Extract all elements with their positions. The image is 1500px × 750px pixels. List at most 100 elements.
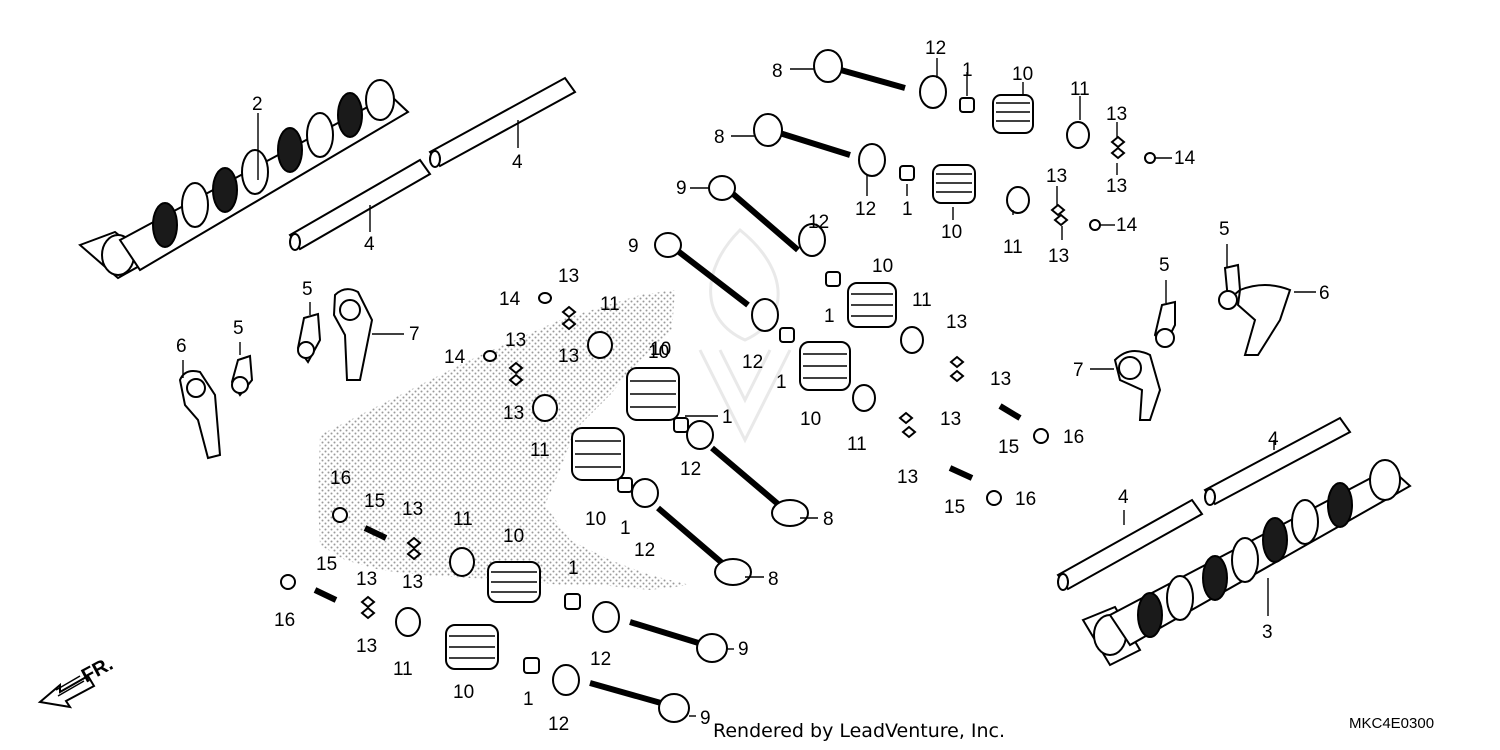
- valve-keeper-13[interactable]: [949, 369, 965, 383]
- shim-14[interactable]: [483, 350, 497, 362]
- retainer-11[interactable]: [449, 547, 475, 577]
- spring-seat-12[interactable]: [552, 664, 580, 696]
- valve-keeper-13[interactable]: [406, 547, 422, 561]
- rocker-shaft-lower-a[interactable]: [1203, 416, 1352, 506]
- rocker-arm-5-left[interactable]: [230, 354, 254, 397]
- stem-seal-1[interactable]: [779, 327, 795, 343]
- valve-keeper-13[interactable]: [1110, 146, 1126, 160]
- stem-seal-1[interactable]: [523, 657, 540, 674]
- shim-14[interactable]: [1144, 152, 1156, 164]
- callout-13: 13: [505, 330, 526, 351]
- valve-8-mid-b[interactable]: [656, 505, 752, 586]
- retainer-11[interactable]: [900, 326, 924, 354]
- pin-15[interactable]: [998, 403, 1022, 421]
- spring-seat-12[interactable]: [919, 75, 947, 109]
- valve-keeper-13[interactable]: [1050, 203, 1066, 217]
- valve-spring-upper-a[interactable]: [992, 94, 1034, 134]
- stem-seal-1[interactable]: [673, 417, 689, 433]
- spring-seat-12[interactable]: [686, 420, 714, 450]
- valve-keeper-13[interactable]: [949, 355, 965, 369]
- retainer-11[interactable]: [1066, 121, 1090, 149]
- spring-seat-12[interactable]: [798, 223, 826, 257]
- callout-1: 1: [776, 372, 787, 393]
- valve-spring-mid-a[interactable]: [847, 282, 897, 328]
- valve-9-lower-a[interactable]: [629, 619, 728, 663]
- rocker-arm-7-left[interactable]: [332, 288, 374, 381]
- retainer-11[interactable]: [587, 331, 613, 359]
- retainer-11[interactable]: [532, 394, 558, 422]
- rocker-arm-6-right[interactable]: [1218, 263, 1292, 356]
- pin-15[interactable]: [313, 587, 338, 603]
- camshaft-intake[interactable]: [78, 79, 410, 280]
- rocker-arm-7-right[interactable]: [1113, 350, 1162, 421]
- stem-seal-1[interactable]: [899, 165, 915, 181]
- callout-10: 10: [800, 409, 821, 430]
- valve-keeper-13[interactable]: [561, 317, 577, 331]
- spring-seat-12[interactable]: [751, 298, 779, 332]
- valve-9-lower-b[interactable]: [589, 680, 690, 723]
- valve-keeper-13[interactable]: [508, 361, 524, 375]
- callout-6: 6: [1319, 283, 1330, 304]
- valve-keeper-13[interactable]: [360, 606, 376, 620]
- callout-15: 15: [364, 491, 385, 512]
- nut-16[interactable]: [280, 574, 296, 590]
- shim-14[interactable]: [538, 292, 552, 304]
- valve-8-upper-b[interactable]: [753, 113, 851, 158]
- valve-keeper-13[interactable]: [901, 425, 917, 439]
- valve-keeper-13[interactable]: [360, 595, 376, 609]
- valve-keeper-13[interactable]: [406, 536, 422, 550]
- rocker-shaft-upper-b[interactable]: [288, 158, 432, 251]
- callout-10: 10: [585, 509, 606, 530]
- nut-16[interactable]: [986, 490, 1002, 506]
- valve-spring-mid-c[interactable]: [626, 367, 680, 421]
- callout-13: 13: [990, 369, 1011, 390]
- pin-15[interactable]: [948, 465, 974, 481]
- stem-seal-1[interactable]: [825, 271, 841, 287]
- valve-spring-mid-d[interactable]: [571, 427, 625, 481]
- nut-16[interactable]: [1033, 428, 1049, 444]
- valve-spring-mid-b[interactable]: [799, 341, 851, 391]
- rocker-shaft-lower-b[interactable]: [1056, 498, 1204, 591]
- valve-keeper-13[interactable]: [898, 411, 914, 425]
- callout-13: 13: [940, 409, 961, 430]
- stem-seal-1[interactable]: [564, 593, 581, 610]
- valve-9-upper-a[interactable]: [708, 175, 800, 253]
- retainer-11[interactable]: [852, 384, 876, 412]
- valve-spring-lower-b[interactable]: [445, 624, 499, 670]
- stem-seal-1[interactable]: [959, 97, 975, 113]
- spring-seat-12[interactable]: [592, 601, 620, 633]
- valve-spring-lower-a[interactable]: [487, 561, 541, 603]
- retainer-11[interactable]: [395, 607, 421, 637]
- rocker-arm-6-left[interactable]: [178, 370, 222, 460]
- valve-keeper-13[interactable]: [561, 305, 577, 319]
- valve-8-upper-a[interactable]: [813, 49, 906, 91]
- spring-seat-12[interactable]: [858, 143, 886, 177]
- valve-keeper-13[interactable]: [508, 373, 524, 387]
- callout-14: 14: [499, 289, 521, 310]
- callout-4: 4: [364, 234, 375, 255]
- nut-16[interactable]: [332, 507, 348, 523]
- rocker-arm-5-right[interactable]: [1153, 300, 1176, 348]
- camshaft-exhaust[interactable]: [1081, 459, 1412, 667]
- callout-1: 1: [620, 518, 631, 539]
- shim-14[interactable]: [1089, 219, 1101, 231]
- callout-11: 11: [393, 659, 413, 680]
- callout-12: 12: [548, 714, 569, 735]
- valve-keeper-13[interactable]: [1110, 135, 1126, 149]
- spring-seat-12[interactable]: [631, 478, 659, 508]
- pin-15[interactable]: [363, 525, 388, 541]
- stem-seal-1[interactable]: [617, 477, 633, 493]
- callout-6: 6: [176, 336, 187, 357]
- rocker-arm-5-left-b[interactable]: [296, 312, 322, 364]
- valve-8-mid-a[interactable]: [710, 445, 809, 527]
- valve-keeper-13[interactable]: [1053, 213, 1069, 227]
- callout-1: 1: [722, 407, 733, 428]
- callout-1: 1: [902, 199, 913, 220]
- valve-spring-upper-b[interactable]: [932, 164, 976, 204]
- rocker-shaft-upper-a[interactable]: [428, 76, 577, 168]
- callout-9: 9: [700, 708, 711, 729]
- callout-2: 2: [252, 94, 263, 115]
- valve-9-upper-b[interactable]: [654, 232, 750, 308]
- callout-11: 11: [453, 509, 473, 530]
- retainer-11[interactable]: [1006, 186, 1030, 214]
